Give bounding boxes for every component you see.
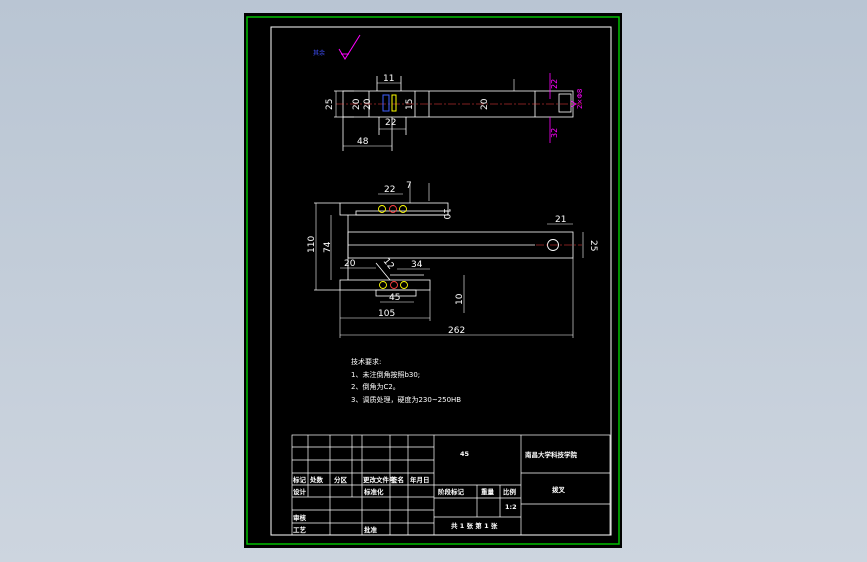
front-view-dimension-lines <box>315 183 584 338</box>
dim-10-front-a: 10 <box>441 208 451 220</box>
dim-22-top: 22 <box>385 118 396 128</box>
tb-material: 45 <box>460 450 470 458</box>
tb-h-count: 处数 <box>309 475 324 484</box>
dim-15: 15 <box>405 99 415 110</box>
tb-h-process: 工艺 <box>293 525 307 534</box>
top-view <box>334 76 574 151</box>
title-block-grid <box>291 434 611 536</box>
roughness-symbol <box>338 34 361 60</box>
tech-notes-line-1: 1、未注倒角按照b30; <box>351 370 420 379</box>
dim-34: 34 <box>411 260 423 270</box>
tb-h-mark: 标记 <box>292 475 307 484</box>
tb-h-date: 年月日 <box>410 475 430 484</box>
dim-20-top-b: 20 <box>363 98 373 110</box>
dim-25-top: 25 <box>325 99 335 110</box>
dim-10-front-b: 10 <box>455 293 465 305</box>
top-view-arrow-right <box>570 100 577 108</box>
tb-school: 南昌大学科技学院 <box>525 450 578 459</box>
tb-h-scale: 比例 <box>503 487 517 496</box>
dim-hole: 2×Φ8 <box>576 89 584 109</box>
dim-20-top-a: 20 <box>352 98 362 110</box>
tb-h-standard: 标准化 <box>363 487 384 496</box>
tech-notes: 技术要求: 1、未注倒角按照b30; 2、倒角为C2。 3、调质处理，硬度为23… <box>351 357 461 404</box>
top-view-slot-blue <box>382 94 390 112</box>
dim-22-front: 22 <box>384 185 395 195</box>
tb-sheet-info: 共 1 张 第 1 张 <box>451 521 498 530</box>
front-view-holes <box>378 205 559 289</box>
dim-25-front: 25 <box>588 240 598 251</box>
tech-notes-line-2: 2、倒角为C2。 <box>351 382 400 391</box>
drawing-svg: 其余 11 25 20 20 15 22 48 20 22 32 2×Φ8 <box>246 16 620 545</box>
outer-frame <box>246 16 620 545</box>
dim-12: 12 <box>381 257 396 272</box>
tb-h-docno: 更改文件号 <box>363 475 396 484</box>
tb-h-design: 设计 <box>293 487 307 496</box>
tb-h-review: 审核 <box>293 513 307 522</box>
dim-48: 48 <box>357 137 369 147</box>
top-view-slot-yellow <box>391 94 397 112</box>
tb-h-zone: 分区 <box>334 475 348 484</box>
surface-symbol-label: 其余 <box>313 49 325 57</box>
dim-20-front: 20 <box>344 259 356 269</box>
dim-45: 45 <box>389 293 400 303</box>
dim-21: 21 <box>555 215 566 225</box>
tb-h-approve: 批准 <box>364 525 378 534</box>
tb-part-name: 拨叉 <box>552 485 566 494</box>
tech-notes-line-3: 3、调质处理，硬度为230~250HB <box>351 395 461 404</box>
top-view-dimension-lines <box>335 79 515 147</box>
tb-h-sign: 签名 <box>390 475 404 484</box>
tb-scale-value: 1:2 <box>505 503 517 511</box>
dim-32: 32 <box>550 128 559 138</box>
dim-11: 11 <box>383 74 394 84</box>
dim-262: 262 <box>448 326 465 336</box>
tech-notes-title: 技术要求: <box>351 357 381 366</box>
tb-h-weight: 重量 <box>481 487 495 496</box>
dim-22-right: 22 <box>550 79 559 89</box>
dim-74: 74 <box>323 241 333 253</box>
dim-20-top-c: 20 <box>480 98 490 110</box>
tb-h-stage: 阶段标记 <box>438 487 465 496</box>
dim-105: 105 <box>378 309 395 319</box>
front-view <box>314 202 574 297</box>
dim-7: 7 <box>406 181 412 191</box>
drawing-sheet: 其余 11 25 20 20 15 22 48 20 22 32 2×Φ8 <box>244 13 622 548</box>
dim-110: 110 <box>307 236 317 253</box>
